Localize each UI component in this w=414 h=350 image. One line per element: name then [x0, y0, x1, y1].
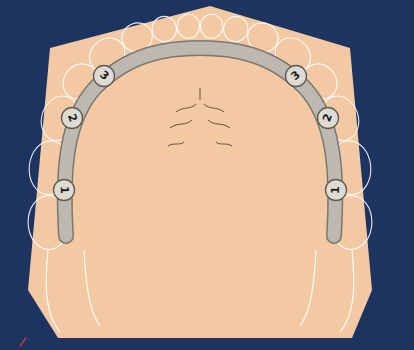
rest-circle: 2 [316, 106, 340, 130]
callout-number: 1 [324, 178, 349, 203]
rest-circle: 1 [324, 178, 348, 202]
callout-number: 1 [52, 178, 77, 203]
cast-base [28, 6, 372, 338]
rest-circle: 2 [60, 106, 84, 130]
tooth-outline [177, 14, 200, 39]
tooth-outlines [27, 14, 373, 251]
rest-circle: 3 [284, 64, 308, 88]
tooth-outline [150, 14, 179, 43]
corner-mark [20, 338, 26, 346]
tooth-outline [221, 14, 250, 43]
rest-circle: 3 [92, 64, 116, 88]
callout-number: 2 [313, 103, 344, 134]
callout-number: 2 [57, 103, 88, 134]
rest-circle: 1 [52, 178, 76, 202]
ridge-outline [46, 250, 354, 332]
arch-bar [65, 48, 336, 236]
arch-bar-edge [65, 48, 336, 236]
callout-number: 3 [279, 59, 313, 93]
callout-number: 3 [87, 59, 121, 93]
tooth-outline [200, 14, 223, 39]
palatal-rugae [168, 88, 232, 146]
